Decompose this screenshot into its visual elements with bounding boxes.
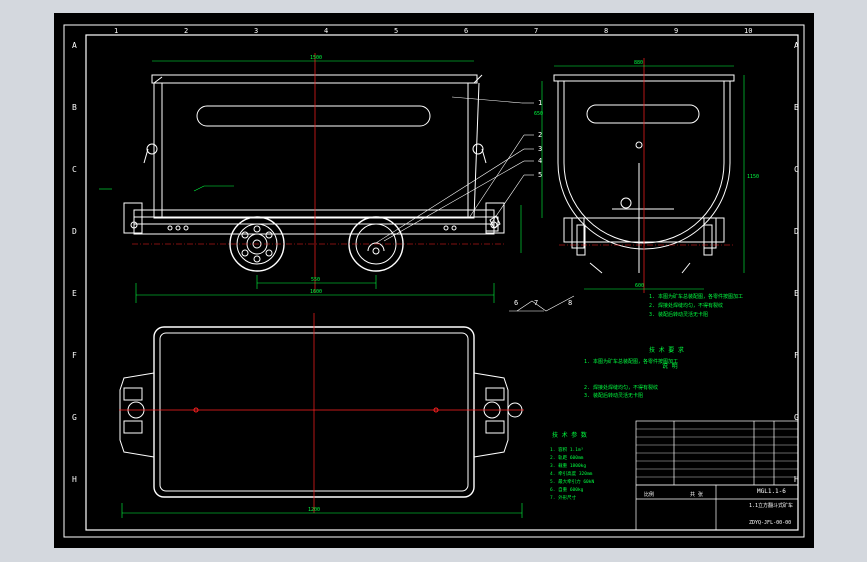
note-line-a: 1. 本图为矿车总装配图，各零件按图加工 <box>584 358 678 365</box>
zone-number-2: 2 <box>184 27 188 35</box>
zone-labels-right: A B C D E F G H <box>794 41 799 484</box>
notes-block: 1. 本图为矿车总装配图，各零件按图加工 2. 焊接处焊缝均匀，不得有裂纹 3.… <box>584 293 743 399</box>
end-dimensions <box>541 65 745 290</box>
zone-letter-E: E <box>72 289 77 298</box>
zone-number-4: 4 <box>324 27 328 35</box>
outer-border <box>63 24 805 538</box>
param-7: 7. 外形尺寸 <box>550 494 577 501</box>
zone-letter-G: G <box>72 413 77 422</box>
callout-7: 7 <box>534 299 538 307</box>
zone-labels-top: 1 2 3 4 5 6 7 8 9 10 <box>114 27 752 35</box>
note-line-b: 2. 焊接处焊缝均匀，不得有裂纹 <box>584 384 658 391</box>
params-title: 技 术 参 数 <box>552 431 587 439</box>
bom-table <box>636 428 798 486</box>
zone-letter-A-right: A <box>794 41 799 50</box>
title-block-text: MGL1.1-6 1.1立方翻斗式矿车 ZDYQ-JFL-00-00 比例 共 … <box>644 488 793 526</box>
zone-letter-F: F <box>72 351 77 360</box>
zone-number-3: 3 <box>254 27 258 35</box>
zone-number-5: 5 <box>394 27 398 35</box>
tb-scale: 比例 <box>644 491 654 498</box>
note-line-1: 1. 本图为矿车总装配图，各零件按图加工 <box>649 293 743 300</box>
plan-mark-right <box>433 407 439 413</box>
part-callouts: 1 2 3 4 5 6 7 8 <box>514 99 572 307</box>
param-1: 1. 容积 1.1m³ <box>550 446 584 453</box>
zone-letter-A: A <box>72 41 77 50</box>
param-6: 6. 自重 600kg <box>550 486 584 493</box>
zone-letter-G-right: G <box>794 413 799 422</box>
callout-6: 6 <box>514 299 518 307</box>
dim-body-length: 1500 <box>310 55 322 61</box>
zone-letter-E-right: E <box>794 289 799 298</box>
zone-letter-F-right: F <box>794 351 799 360</box>
zone-letter-D: D <box>72 227 77 236</box>
zone-letter-H: H <box>72 475 77 484</box>
plan-mark-left <box>193 407 199 413</box>
callout-2: 2 <box>538 131 542 139</box>
zone-letter-B: B <box>72 103 77 112</box>
dim-body-height: 650 <box>534 111 543 117</box>
callout-1: 1 <box>538 99 542 107</box>
zone-letter-H-right: H <box>794 475 799 484</box>
dim-base-width: 600 <box>635 283 644 289</box>
zone-number-9: 9 <box>674 27 678 35</box>
zone-number-1: 1 <box>114 27 118 35</box>
tb-title: MGL1.1-6 <box>757 488 786 495</box>
callout-8: 8 <box>568 299 572 307</box>
note-line-c: 3. 装配后转动灵活无卡阻 <box>584 392 643 399</box>
param-4: 4. 牵引高度 320mm <box>550 470 593 477</box>
zone-number-6: 6 <box>464 27 468 35</box>
param-3: 3. 载重 1800kg <box>550 462 586 469</box>
callout-3: 3 <box>538 145 542 153</box>
zone-number-10: 10 <box>744 27 752 35</box>
dim-plan-length: 1200 <box>308 507 320 513</box>
callout-4: 4 <box>538 157 542 165</box>
zone-letter-C: C <box>72 165 77 174</box>
side-dimensions <box>99 185 522 303</box>
zone-letter-B-right: B <box>794 103 799 112</box>
tb-sheet: 共 张 <box>690 491 703 498</box>
zone-labels-left: A B C D E F G H <box>72 41 77 484</box>
callout-5: 5 <box>538 171 542 179</box>
note-line-3: 3. 装配后转动灵活无卡阻 <box>649 311 708 318</box>
tb-subtitle: 1.1立方翻斗式矿车 <box>749 502 793 509</box>
notes-title-2: 说 明 <box>662 362 678 370</box>
plan-dimensions <box>121 503 523 518</box>
sheet-background <box>54 13 814 548</box>
param-5: 5. 最大牵引力 60kN <box>550 478 594 485</box>
notes-title: 技 术 要 求 <box>649 346 684 354</box>
dim-end-width: 880 <box>634 60 643 66</box>
zone-letter-C-right: C <box>794 165 799 174</box>
inner-frame <box>85 34 799 531</box>
zone-number-7: 7 <box>534 27 538 35</box>
zone-number-8: 8 <box>604 27 608 35</box>
note-line-2: 2. 焊接处焊缝均匀，不得有裂纹 <box>649 302 723 309</box>
tb-drawing-no: ZDYQ-JFL-00-00 <box>749 520 791 526</box>
callout-leaders <box>375 96 575 312</box>
dim-overall-length: 1600 <box>310 289 322 295</box>
zone-letter-D-right: D <box>794 227 799 236</box>
cad-drawing-sheet[interactable]: A B C D E F G H A B C D E F G H 1 2 3 4 5 6 7 8 9 10 <box>54 13 814 548</box>
dim-end-height: 1150 <box>747 174 759 180</box>
param-2: 2. 轨距 600mm <box>550 454 584 461</box>
dim-wheelbase: 550 <box>311 277 320 283</box>
params-block: 技 术 参 数 1. 容积 1.1m³ 2. 轨距 600mm 3. 载重 18… <box>550 431 594 501</box>
